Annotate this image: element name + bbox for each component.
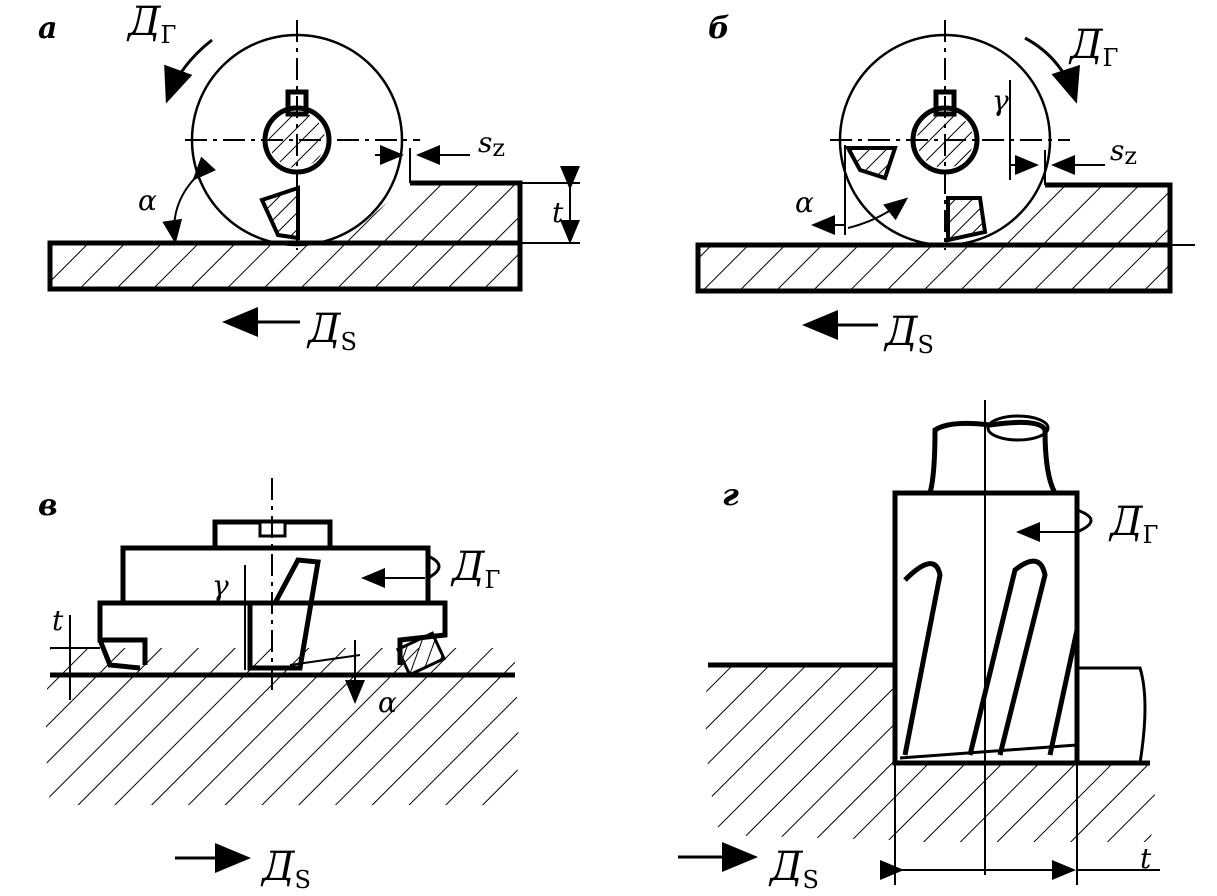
panel-g-feed-label: ДS <box>768 844 819 894</box>
panel-g-workpiece-right <box>1077 666 1147 764</box>
panel-b-rotation-arrow <box>1024 36 1080 104</box>
panel-b-feed-label: ДS <box>883 309 934 359</box>
panel-a-tooth <box>259 185 300 241</box>
panel-g-letter: г <box>722 478 739 513</box>
panel-g-rotation-label: ДГ <box>1108 499 1158 549</box>
panel-a-rotation-arrow <box>164 38 213 104</box>
panel-g-rotation-arrow <box>1076 508 1093 534</box>
panel-b-alpha-label: α <box>795 186 814 219</box>
panel-g-width-label: t <box>1140 842 1152 875</box>
panel-g-flute-1 <box>902 561 943 756</box>
panel-v-rotation-label: ДГ <box>450 544 500 594</box>
panel-a-workpiece-step <box>340 183 520 243</box>
panel-a-workpiece-base <box>50 243 520 289</box>
panel-v-alpha-label: α <box>378 686 397 719</box>
panel-b-tooth-left <box>844 146 898 181</box>
panel-a-alpha-label: α <box>138 184 157 217</box>
panel-a-feed-label: ДS <box>306 306 357 356</box>
panel-v-gamma-label: γ <box>212 569 229 602</box>
panel-v-cutter-body <box>120 545 431 606</box>
panel-v-rotation-arrow <box>427 554 441 580</box>
panel-b-workpiece-base <box>698 245 1170 291</box>
panel-a-letter: а <box>38 11 57 46</box>
panel-v-insert-left <box>97 639 141 671</box>
panel-b-letter: б <box>708 11 730 46</box>
panel-v-feed-label: ДS <box>260 844 311 894</box>
panel-a-depth-label: t <box>552 196 564 229</box>
panel-b: б γ sz α ДГ ДS <box>695 11 1195 359</box>
panel-b-tooth-bottom <box>946 196 988 243</box>
panel-b-gamma-label: γ <box>992 84 1009 117</box>
panel-a: а t sz α ДГ ДS <box>38 0 580 356</box>
panel-v-workpiece <box>46 648 519 805</box>
panel-g-workpiece-left <box>705 665 895 840</box>
panel-b-sz-label: sz <box>1110 134 1137 170</box>
panel-v-insert-right <box>395 631 447 677</box>
panel-g-workpiece-bottom <box>895 763 1155 842</box>
panel-g-flute-2 <box>967 558 1048 756</box>
panel-a-sz-label: sz <box>478 126 505 162</box>
panel-v-depth-label: t <box>52 604 64 637</box>
panel-v-letter: в <box>38 488 58 523</box>
panel-b-rotation-label: ДГ <box>1068 22 1118 72</box>
panel-v-center-tooth <box>247 557 321 671</box>
panel-b-workpiece-step <box>980 185 1170 245</box>
panel-g: г t ДГ ДS <box>678 400 1160 894</box>
panel-v: в γ α t ДГ ДS <box>38 478 519 894</box>
panel-a-rotation-label: ДГ <box>126 0 176 49</box>
